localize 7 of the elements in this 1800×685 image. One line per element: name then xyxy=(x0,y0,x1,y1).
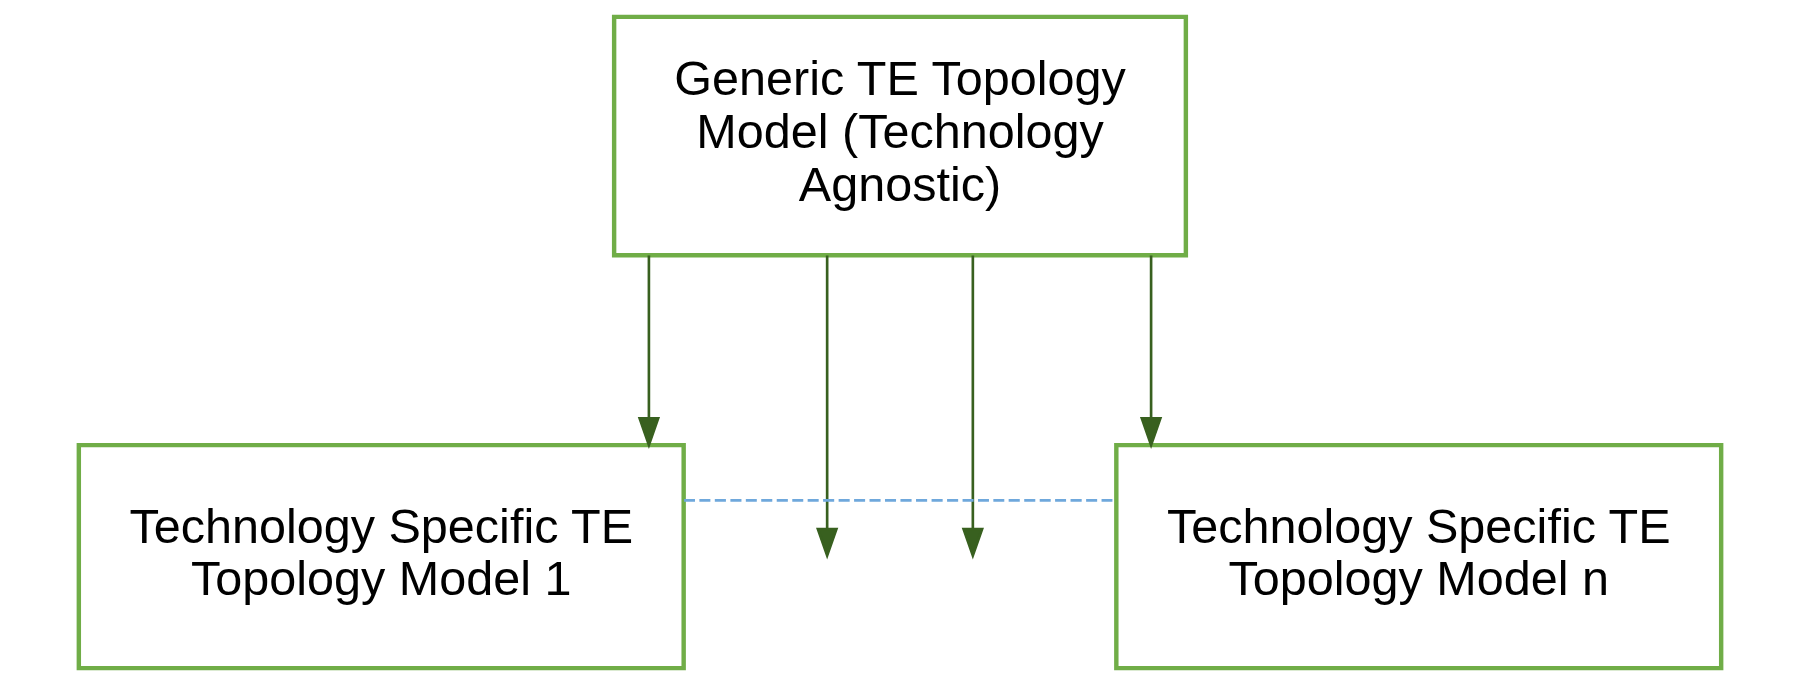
arrow xyxy=(637,255,661,449)
arrow xyxy=(961,255,984,560)
node-box: Technology Specific TE Topology Model n xyxy=(1114,442,1724,671)
node-box: Generic TE Topology Model (Technology Agnostic) xyxy=(611,14,1189,258)
arrow xyxy=(816,255,839,560)
arrow xyxy=(1139,255,1163,449)
node-box: Technology Specific TE Topology Model 1 xyxy=(76,442,686,671)
